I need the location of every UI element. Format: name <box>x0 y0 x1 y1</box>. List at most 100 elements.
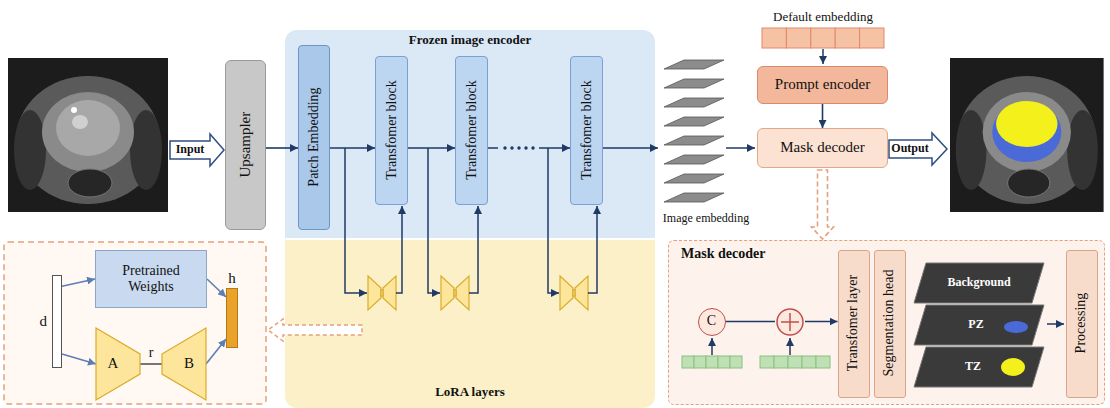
transformer-block: Transfomer block <box>455 56 488 205</box>
segmentation-slices <box>914 305 1044 345</box>
output-segmentation-image <box>950 58 1104 212</box>
input-vector-bar: d <box>52 275 62 368</box>
lora-matrix: B <box>162 328 206 400</box>
lora-adapter <box>456 276 469 310</box>
decoder-tokens <box>802 356 816 368</box>
arrow-label: Output <box>891 142 928 156</box>
class-label: Background <box>947 276 1010 290</box>
decoder-tokens <box>730 356 742 368</box>
callout-arrow <box>268 319 362 341</box>
lora-adapter <box>381 290 383 296</box>
node-text: B <box>184 355 194 372</box>
segmentation-slices <box>914 263 1044 387</box>
lora-adapter <box>573 290 575 296</box>
ellipsis-dots <box>524 146 527 149</box>
output-segmentation-image <box>996 101 1057 147</box>
input-mri-image <box>8 58 168 212</box>
lora-branch-wire <box>588 206 597 293</box>
input-mri-image <box>56 100 120 156</box>
encoder-panel: Frozen image encoderPatch EmbeddingTrans… <box>285 30 655 238</box>
decoder-tokens <box>788 356 802 368</box>
ellipsis-dots <box>517 146 520 149</box>
default-embedding-tokens <box>811 28 835 48</box>
node-text: h <box>228 270 236 287</box>
prompt-encoder-box: Prompt encoder <box>757 66 888 104</box>
lora-matrix: A <box>96 328 140 400</box>
node-text: d <box>40 313 48 330</box>
decoder-tokens <box>774 356 788 368</box>
hollow-arrow <box>812 170 834 239</box>
connector-arrow <box>140 363 162 365</box>
transformer-block: Transfomer block <box>570 56 603 205</box>
output-segmentation-image <box>983 92 1071 172</box>
lora-adapter <box>560 276 573 310</box>
image-embedding-stack <box>664 136 724 145</box>
default-embedding-tokens <box>762 28 786 48</box>
ellipsis-dots <box>503 146 506 149</box>
output-vector-bar: h <box>226 288 238 348</box>
lora-detail-callout <box>4 242 266 404</box>
node-text: C <box>707 313 716 329</box>
image-embedding-stack <box>664 155 724 164</box>
segmentation-slices <box>1004 321 1028 333</box>
image-embedding-stack <box>664 117 724 126</box>
add-symbol <box>777 309 803 335</box>
default-embedding-tokens <box>786 28 810 48</box>
segmentation-slices <box>914 263 1044 303</box>
lora-adapter <box>383 276 396 310</box>
embedding-caption: Default embedding <box>773 10 873 25</box>
lora-branch-wire <box>396 206 402 293</box>
class-label: PZ <box>968 318 983 332</box>
input-mri-image <box>42 92 134 172</box>
image-embedding-stack <box>664 79 724 88</box>
ellipsis-dots <box>510 146 513 149</box>
connector-arrow <box>62 279 95 286</box>
panel-heading: LoRA layers <box>435 385 505 400</box>
flow-wire <box>822 49 824 64</box>
node-text: Mask decoder <box>780 139 865 156</box>
panel-heading: Frozen image encoder <box>409 33 532 48</box>
flow-wire <box>789 338 791 355</box>
output-segmentation-image <box>1067 110 1098 190</box>
default-embedding-tokens <box>762 28 884 48</box>
image-embedding-stack <box>664 193 724 202</box>
node-text: Transfomer block <box>463 81 479 180</box>
flow-wire <box>711 338 713 355</box>
connector-arrow <box>822 104 824 128</box>
lora-adapter <box>454 290 456 296</box>
concat-circle: C <box>698 308 726 336</box>
node-text: Transfomer block <box>383 81 399 180</box>
node-text: Upsampler <box>237 112 254 178</box>
lora-adapter <box>575 276 588 310</box>
lora-branch-wire <box>469 206 478 293</box>
input-mri-image <box>72 115 88 129</box>
decoder-tokens <box>682 356 830 368</box>
connector-arrow <box>207 279 226 297</box>
flow-wire <box>603 49 1064 355</box>
lora-adapter <box>441 276 454 310</box>
segmentation-slices <box>914 347 1044 387</box>
node-text: A <box>108 355 119 372</box>
default-embedding-tokens <box>835 28 859 48</box>
decoder-tokens <box>816 356 830 368</box>
class-label: TZ <box>965 360 981 374</box>
segmentation-head-box: Segmentation head <box>874 250 906 398</box>
connector-arrow <box>330 147 375 149</box>
transformer-layer-box: Transfomer layer <box>838 250 870 398</box>
processing-box: Processing <box>1066 250 1098 398</box>
arrow-label: Input <box>176 143 205 157</box>
output-segmentation-image <box>992 102 1061 162</box>
decoder-tokens <box>682 356 694 368</box>
connector-group <box>62 104 838 364</box>
panel-heading: Mask decoder <box>681 246 765 262</box>
pretrained-weights-box: Pretrained Weights <box>95 250 207 308</box>
input-mri-image <box>14 110 46 190</box>
node-text: Prompt encoder <box>775 76 870 93</box>
node-text: Transfomer layer <box>845 275 861 371</box>
input-mri-image <box>8 58 168 212</box>
image-embedding-stack <box>664 174 724 183</box>
add-symbol <box>777 309 803 335</box>
